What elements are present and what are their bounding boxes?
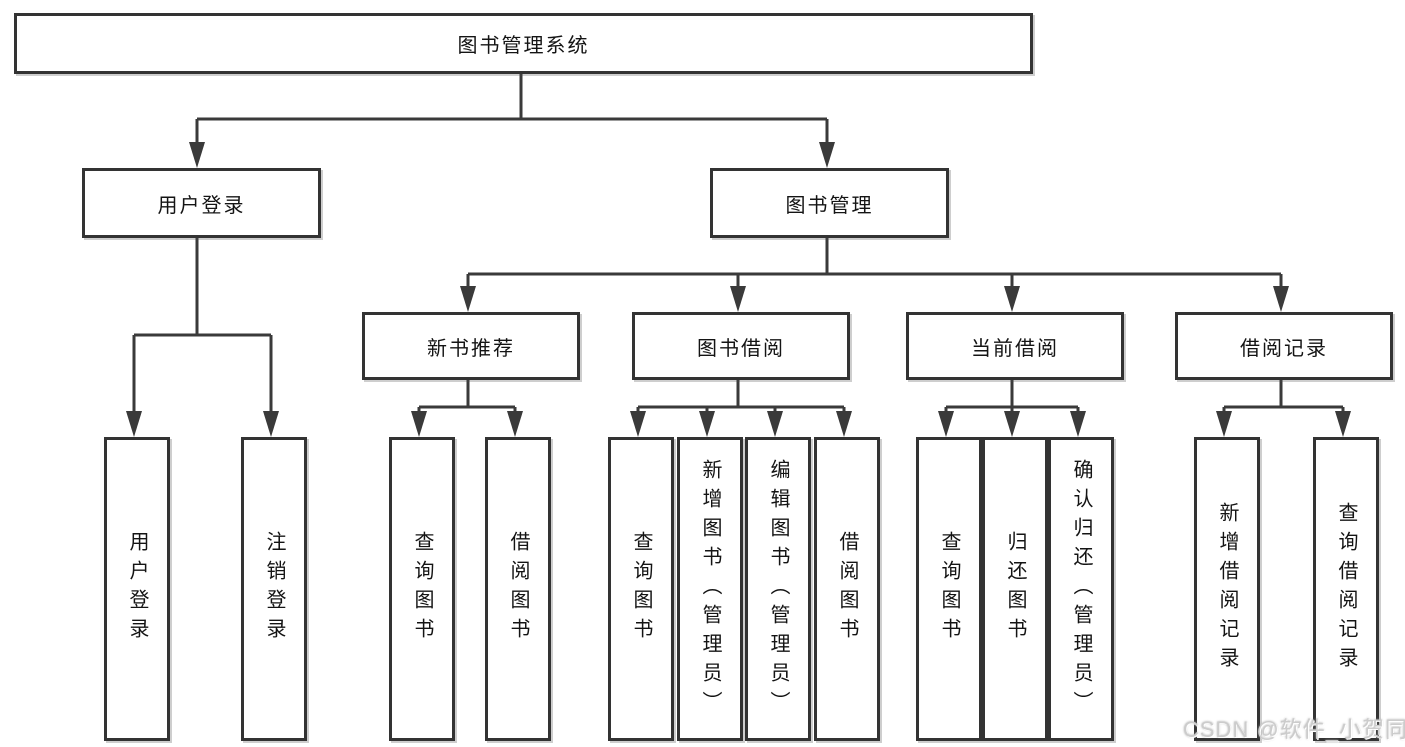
connector-user-login-branch xyxy=(132,232,273,414)
node-library-system: 图书管理系统 xyxy=(14,13,1033,74)
node-recommend-query-books: 查询图书 xyxy=(389,437,455,741)
node-recommend-borrow-books: 借阅图书 xyxy=(485,437,551,741)
node-confirm-return-admin: 确认归还（管理员） xyxy=(1048,437,1114,741)
node-borrow-query-books: 查询图书 xyxy=(608,437,674,741)
node-book-borrow: 图书借阅 xyxy=(632,312,850,380)
node-logout-action: 注销登录 xyxy=(241,437,307,741)
connector-root xyxy=(195,68,829,146)
watermark-text: CSDN @软件_小贺同学 xyxy=(1183,717,1405,742)
node-user-login: 用户登录 xyxy=(82,168,321,238)
node-new-book-recommend: 新书推荐 xyxy=(362,312,580,380)
node-borrow-books: 借阅图书 xyxy=(814,437,880,741)
node-add-book-admin: 新增图书（管理员） xyxy=(677,437,743,741)
connector-book-management-branch xyxy=(466,232,1283,290)
node-edit-book-admin: 编辑图书（管理员） xyxy=(745,437,811,741)
node-add-borrow-record: 新增借阅记录 xyxy=(1194,437,1260,741)
node-book-management: 图书管理 xyxy=(710,168,949,238)
node-current-query-books: 查询图书 xyxy=(916,437,982,741)
node-borrow-records: 借阅记录 xyxy=(1175,312,1393,380)
connector-book-borrow-branch xyxy=(636,374,846,414)
node-query-borrow-record: 查询借阅记录 xyxy=(1313,437,1379,741)
node-current-borrow: 当前借阅 xyxy=(906,312,1124,380)
node-return-books: 归还图书 xyxy=(982,437,1048,741)
connector-current-borrow-branch xyxy=(944,374,1080,414)
connector-borrow-records-branch xyxy=(1222,374,1345,414)
arrowheads xyxy=(126,142,1351,437)
connector-new-book-branch xyxy=(417,374,517,414)
node-user-login-action: 用户登录 xyxy=(104,437,170,741)
